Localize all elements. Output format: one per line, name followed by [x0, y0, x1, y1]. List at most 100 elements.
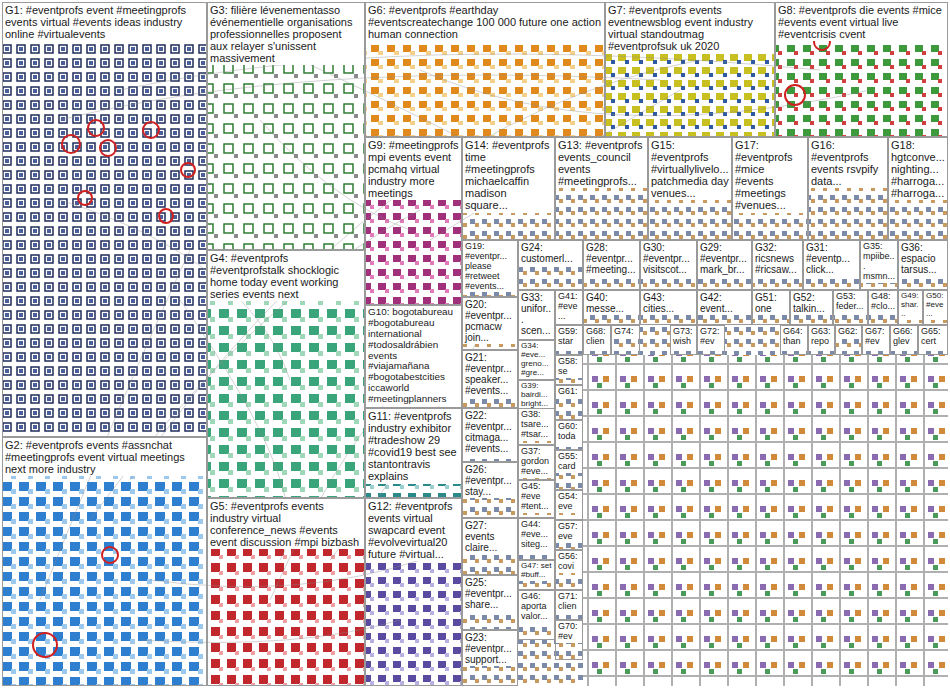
group-label: G34: #eve... greno... #gre...	[519, 341, 554, 379]
group-box: G56: covi	[555, 550, 583, 590]
group-label: G23: #eventpr... support...	[463, 631, 517, 666]
group-box: G49: shar...	[898, 290, 923, 325]
group-label: G59: star	[556, 326, 582, 348]
group-box: G33: unifor... scen...	[518, 290, 555, 340]
group-label: G26: #eventpr... stay...	[463, 463, 517, 498]
group-label: G52: talkin...	[791, 291, 832, 315]
group-label: G41: #eve...	[556, 291, 582, 323]
group-box: G55: card	[555, 450, 583, 490]
group-label: G62:	[836, 326, 861, 338]
group-box: G27: events claire...	[462, 518, 518, 575]
group-label: G36: espacio tarsus...	[899, 241, 947, 276]
group-label: G43: cities...	[641, 291, 696, 315]
group-box: G6: #eventprofs #earthday #eventscreatec…	[365, 2, 605, 137]
group-label: G22: #eventpr... citmaga... #events...	[463, 409, 517, 455]
group-box: G40: messe...	[583, 290, 640, 325]
group-label: G3: filière lévenementasso événementiell…	[208, 3, 364, 65]
group-box: G58: se	[555, 355, 583, 385]
group-label: G25: #eventpr... share...	[463, 576, 517, 611]
group-box: G72: #ev	[697, 325, 725, 355]
group-box: G26: #eventpr... stay...	[462, 462, 518, 518]
group-box: G31: #eventp... click...	[803, 240, 860, 290]
group-box: G8: #eventprofs die events #mice #events…	[775, 2, 948, 137]
group-label: G17: #eventprofs #mice #events #meetings…	[733, 138, 807, 213]
group-box: G1: #eventprofs event #meetingprofs even…	[2, 2, 207, 437]
group-label: G40: messe...	[584, 291, 639, 315]
group-label: G31: #eventp... click...	[804, 241, 859, 276]
group-label: G51: one	[753, 291, 789, 315]
group-box: G4: #eventprofs #eventprofstalk shocklog…	[207, 250, 365, 498]
group-label: G14: #eventprofs time #meetingprofs mich…	[463, 138, 554, 213]
group-label: G6: #eventprofs #earthday #eventscreatec…	[366, 3, 604, 41]
group-label: G2: #eventprofs events #assnchat #meetin…	[3, 438, 206, 476]
group-box: G47: set #buff...	[518, 560, 555, 590]
group-box: G48: #clo...	[868, 290, 898, 325]
group-box: G51: one	[752, 290, 790, 325]
group-box: G2: #eventprofs events #assnchat #meetin…	[2, 437, 207, 686]
group-label: G45: #eve #tent...	[519, 481, 554, 513]
group-label: G65: cert	[919, 326, 947, 348]
group-box: G9: #meetingprofs mpi events event pcmah…	[365, 137, 462, 305]
group-box: G11: #eventprofs industry exhibitor #tra…	[365, 408, 462, 498]
group-box: G60: toda	[555, 420, 583, 450]
group-label: G49: shar...	[899, 291, 922, 320]
group-box: G38: tsare... #tsar...	[518, 408, 555, 445]
group-box: G14: #eventprofs time #meetingprofs mich…	[462, 137, 555, 240]
group-label: G55: card	[556, 451, 582, 473]
group-box: G23: #eventpr... support...	[462, 630, 518, 686]
group-label: G61:	[556, 386, 582, 398]
group-label: G53: feder...	[834, 291, 867, 313]
group-box: G41: #eve...	[555, 290, 583, 325]
group-label: G20: #eventpr... pcmacw join...	[463, 298, 517, 344]
group-box: G45: #eve #tent...	[518, 480, 555, 518]
group-box: G65: cert	[918, 325, 948, 355]
group-label: G24: customerl...	[519, 241, 582, 265]
group-box: G17: #eventprofs #mice #events #meetings…	[732, 137, 808, 240]
group-label: G5: #eventprofs events industry virtual …	[208, 499, 364, 549]
group-label: G46: aporta valor...	[519, 591, 554, 623]
group-label: G10: bogotabureau #bogotabureau internat…	[366, 306, 461, 406]
group-label: G7: #eventprofs events eventnewsblog eve…	[606, 3, 774, 53]
group-box: G73: wish	[670, 325, 697, 355]
group-label: G67: #ev	[863, 326, 889, 348]
group-label: G21: #eventpr... speaker... #events...	[463, 351, 517, 397]
group-label: G15: #eventprofs #virtuallylivelo... pat…	[649, 138, 731, 200]
group-label: G28: #eventpr... #meeting...	[584, 241, 639, 276]
group-label: G39: bairdi... bright...	[519, 381, 554, 410]
group-box: G66: glev	[890, 325, 918, 355]
group-label: G42: event...	[698, 291, 751, 315]
group-box: G57: eve	[555, 520, 583, 550]
group-box: G63: repo	[808, 325, 835, 355]
group-label: G54: eve	[556, 491, 582, 513]
group-box: G3: filière lévenementasso événementiell…	[207, 2, 365, 250]
group-box: G28: #eventpr... #meeting...	[583, 240, 640, 290]
group-label: G30: #eventpr... visitscot...	[641, 241, 696, 276]
group-label: G44: #eve... siteg...	[519, 519, 554, 551]
group-label: G27: events claire...	[463, 519, 517, 554]
group-box: G13: #eventprofs events_council events #…	[555, 137, 648, 240]
group-box: G25: #eventpr... share...	[462, 575, 518, 630]
group-box: G21: #eventpr... speaker... #events...	[462, 350, 518, 408]
group-label: G56: covi	[556, 551, 582, 573]
group-label: G29: #eventpr... mark_br...	[698, 241, 751, 276]
group-label: G72: #ev	[698, 326, 724, 348]
group-label: G9: #meetingprofs mpi events event pcmah…	[366, 138, 461, 200]
group-box: G46: aporta valor...	[518, 590, 555, 640]
group-label: G48: #clo...	[869, 291, 897, 313]
group-box: G16: #eventprofs events rsvpify data...	[808, 137, 888, 240]
group-box: G20: #eventpr... pcmacw join...	[462, 297, 518, 350]
group-box: G34: #eve... greno... #gre...	[518, 340, 555, 380]
group-box: G35: mpiibe... msmn...	[860, 240, 898, 290]
group-box: G50: #eve...	[923, 290, 948, 325]
group-box: G62:	[835, 325, 862, 355]
group-label: G33: unifor... scen...	[519, 291, 554, 337]
group-box: G52: talkin...	[790, 290, 833, 325]
group-box: G12: #eventprofs events virtual swapcard…	[365, 498, 462, 686]
group-label: G71: clien	[556, 591, 582, 613]
group-box: G24: customerl...	[518, 240, 583, 290]
group-label: G32: ricsnews #ricsaw...	[753, 241, 802, 276]
group-label: G19: #eventpr... please #retweet #events…	[463, 241, 517, 292]
group-label: G38: tsare... #tsar...	[519, 409, 554, 441]
group-box: G68: clien	[583, 325, 611, 355]
group-label: G70: #ev	[556, 621, 582, 643]
